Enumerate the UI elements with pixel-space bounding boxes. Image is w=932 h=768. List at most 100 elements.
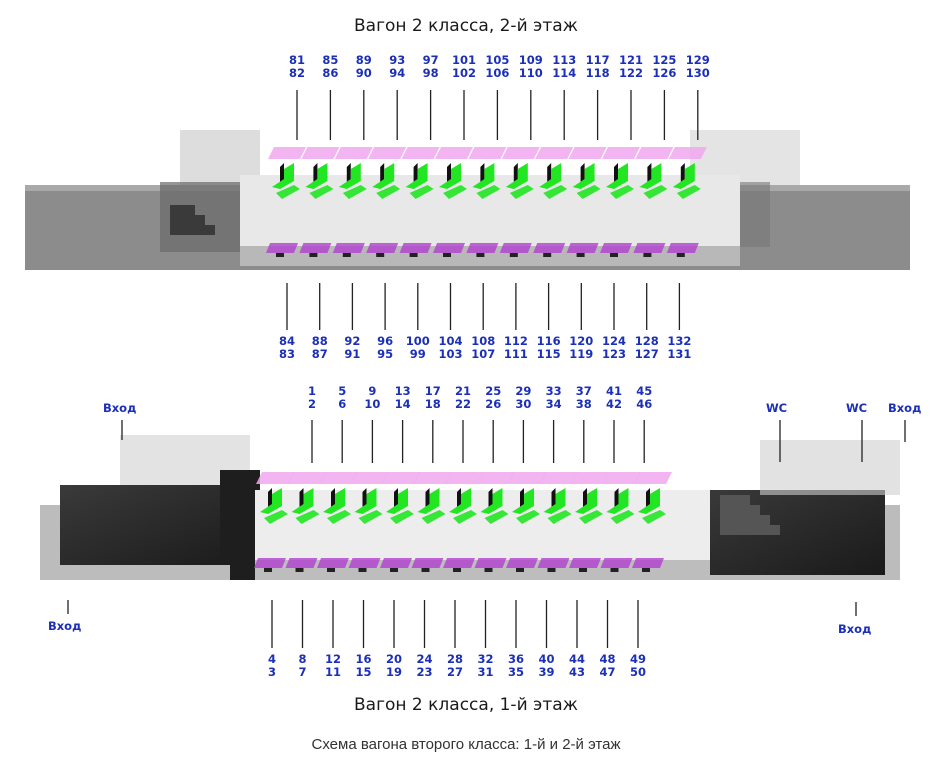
seat-number: 44 bbox=[569, 652, 585, 666]
seat-leg bbox=[376, 253, 385, 257]
seat-number: 5 bbox=[338, 384, 346, 398]
lower-seat-rows bbox=[254, 472, 672, 572]
seat-number: 46 bbox=[636, 397, 652, 411]
seat-cushion bbox=[575, 488, 597, 514]
seat-leg bbox=[576, 253, 585, 257]
seat-cushion bbox=[610, 185, 634, 199]
seat-number: 117 bbox=[586, 53, 610, 67]
table-top bbox=[413, 472, 452, 484]
seat-cushion bbox=[643, 185, 668, 199]
seat-row bbox=[366, 147, 407, 257]
seat-number: 118 bbox=[586, 66, 610, 80]
lower-deck-title: Вагон 2 класса, 1-й этаж bbox=[354, 695, 578, 715]
table-base bbox=[411, 558, 444, 568]
seat-number: 7 bbox=[298, 665, 306, 679]
lower-deck-markers: Вход Вход WC WC Вход Вход bbox=[48, 401, 921, 636]
seat-cushion bbox=[610, 510, 635, 524]
table-top bbox=[382, 472, 420, 484]
seat-number: 4 bbox=[268, 652, 276, 666]
table-top bbox=[301, 147, 340, 159]
table-base bbox=[537, 558, 570, 568]
seat-leg bbox=[516, 568, 524, 572]
seat-number: 128 bbox=[635, 334, 659, 348]
seat-number: 129 bbox=[686, 53, 710, 67]
seat-number: 113 bbox=[552, 53, 576, 67]
seat-number: 20 bbox=[386, 652, 402, 666]
seat-number: 131 bbox=[667, 347, 691, 361]
seat-cushion bbox=[642, 510, 666, 524]
seat-number: 127 bbox=[635, 347, 659, 361]
seat-number: 116 bbox=[537, 334, 561, 348]
seat-leg bbox=[543, 253, 552, 257]
entrance-label-top-right: Вход bbox=[888, 401, 921, 415]
table-base bbox=[569, 558, 601, 568]
wc-label-2: WC bbox=[846, 401, 867, 415]
table-base bbox=[443, 558, 475, 568]
seat-leg bbox=[421, 568, 430, 572]
seat-number: 34 bbox=[546, 397, 562, 411]
seat-leg bbox=[409, 253, 418, 257]
seat-cushion bbox=[480, 488, 503, 514]
seat-number: 19 bbox=[386, 665, 402, 679]
seat-cushion bbox=[276, 185, 300, 199]
seat-label-column: 87 bbox=[298, 600, 307, 679]
seat-number: 12 bbox=[325, 652, 341, 666]
table-base bbox=[399, 243, 432, 253]
seat-number: 3 bbox=[268, 665, 276, 679]
figure-caption: Схема вагона второго класса: 1-й и 2-й э… bbox=[311, 736, 621, 753]
seat-cushion bbox=[638, 488, 660, 514]
lower-bottom-seat-labels: 4387121116152019242328273231363540394443… bbox=[268, 600, 646, 679]
seat-cushion bbox=[405, 163, 428, 189]
seat-leg bbox=[509, 253, 518, 257]
seat-cushion bbox=[305, 163, 328, 189]
seat-cushion bbox=[309, 185, 334, 199]
upper-stairs-left bbox=[170, 205, 215, 235]
seat-cushion bbox=[449, 488, 471, 514]
table-top bbox=[571, 472, 609, 484]
seat-cushion bbox=[372, 163, 395, 189]
caption-area bbox=[0, 728, 932, 768]
seat-cushion bbox=[439, 163, 461, 189]
seat-row bbox=[348, 472, 389, 572]
seat-cushion bbox=[409, 185, 434, 199]
table-base bbox=[366, 243, 399, 253]
seat-row bbox=[433, 147, 473, 257]
entrance-label-bottom-left: Вход bbox=[48, 619, 81, 633]
seat-number: 37 bbox=[576, 384, 592, 398]
seat-row bbox=[506, 472, 546, 572]
seat-cushion bbox=[386, 488, 408, 514]
seat-cushion bbox=[484, 510, 509, 524]
seat-label-column: 56 bbox=[338, 384, 346, 463]
seat-cushion bbox=[338, 163, 361, 189]
seat-leg bbox=[453, 568, 461, 572]
seat-cushion bbox=[516, 510, 540, 524]
seat-number: 124 bbox=[602, 334, 626, 348]
seat-cushion bbox=[505, 163, 528, 189]
seat-cushion bbox=[606, 488, 629, 514]
seat-cushion bbox=[476, 185, 501, 199]
seat-row bbox=[285, 472, 326, 572]
seat-leg bbox=[643, 253, 652, 257]
seat-row bbox=[600, 147, 640, 257]
seat-number: 94 bbox=[389, 66, 405, 80]
seat-number: 35 bbox=[508, 665, 524, 679]
seat-number: 87 bbox=[312, 347, 328, 361]
table-top bbox=[445, 472, 483, 484]
seat-cushion bbox=[539, 163, 562, 189]
seat-number: 101 bbox=[452, 53, 476, 67]
seat-leg bbox=[295, 568, 304, 572]
seat-number: 8 bbox=[298, 652, 306, 666]
seat-number: 82 bbox=[289, 66, 305, 80]
